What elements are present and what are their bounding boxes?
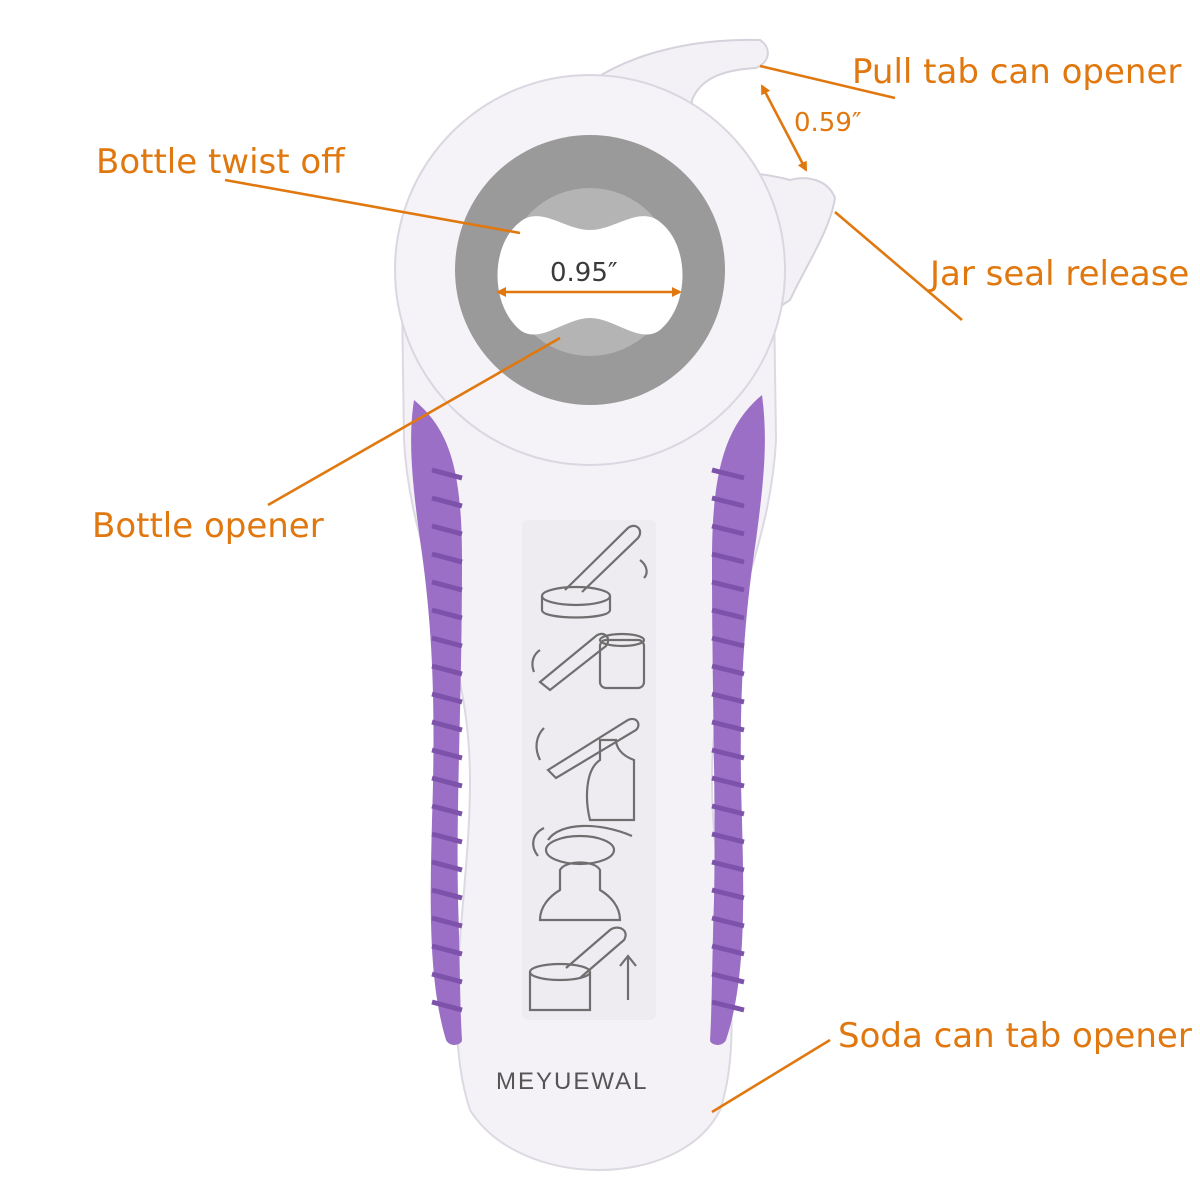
grip-ridge — [711, 523, 745, 537]
grip-ridge — [711, 915, 745, 929]
bottle-opener-leader — [267, 336, 561, 507]
grip-ridge — [431, 971, 463, 985]
pull-tab-can-icon — [540, 524, 648, 619]
grip-ridge — [431, 551, 463, 565]
grip-ridge — [431, 859, 463, 873]
grip-ridge — [711, 775, 745, 789]
opener-hole — [497, 216, 683, 335]
grip-ridge — [431, 467, 463, 481]
bottle-opener-icon — [535, 717, 640, 822]
grip-ridge — [711, 999, 745, 1013]
grip-ridge — [431, 775, 463, 789]
grip-ridge — [431, 747, 463, 761]
grip-ridge — [431, 887, 463, 901]
jar-seal-leader — [834, 211, 963, 321]
gap-dimension-arrow — [760, 84, 808, 172]
grip-ridge — [431, 495, 463, 509]
leader-lines — [224, 64, 963, 1114]
pull-tab-leader — [759, 64, 896, 100]
twist-off-icon — [532, 824, 633, 922]
grip-ridge — [711, 803, 745, 817]
grip-ridge — [431, 523, 463, 537]
grip-ridge — [711, 663, 745, 677]
grip-ridge — [711, 887, 745, 901]
grip-ridge — [711, 971, 745, 985]
grip-ridge — [711, 607, 745, 621]
grip-ridge — [431, 943, 463, 957]
grip-ridge — [711, 635, 745, 649]
grip-ridge — [431, 579, 463, 593]
grip-ridge — [431, 999, 463, 1013]
callout-pull-tab-can-opener: Pull tab can opener — [852, 52, 1182, 92]
grip-ridge — [431, 635, 463, 649]
grip-ridge — [711, 551, 745, 565]
grip-ridge — [431, 691, 463, 705]
grip-ridge — [431, 831, 463, 845]
instruction-icons — [528, 524, 648, 1012]
grip-ridges — [431, 467, 745, 1013]
brand-name: MEYUEWAL — [496, 1068, 649, 1095]
grip-ridge — [711, 691, 745, 705]
grip-ridge — [431, 663, 463, 677]
grip-ridge — [711, 495, 745, 509]
soda-tab-leader — [711, 1038, 831, 1114]
grip-ridge — [431, 915, 463, 929]
grip-ridge — [711, 719, 745, 733]
callout-bottle-opener: Bottle opener — [92, 506, 324, 546]
callout-soda-can-tab-opener: Soda can tab opener — [838, 1016, 1192, 1056]
dimension-gap-label: 0.59″ — [794, 108, 862, 138]
grip-ridge — [431, 607, 463, 621]
callout-bottle-twist-off: Bottle twist off — [96, 142, 345, 182]
soda-can-icon — [528, 926, 637, 1012]
grip-ridge — [711, 579, 745, 593]
twist-off-leader — [224, 178, 521, 235]
grip-ridge — [711, 467, 745, 481]
grip-ridge — [431, 803, 463, 817]
grip-ridge — [711, 747, 745, 761]
grip-ridge — [431, 719, 463, 733]
dimension-hole-label: 0.95″ — [550, 258, 618, 288]
grip-ridge — [711, 859, 745, 873]
grip-ridge — [711, 943, 745, 957]
grip-ridge — [711, 831, 745, 845]
jar-seal-icon — [531, 632, 646, 692]
callout-jar-seal-release: Jar seal release — [930, 254, 1190, 294]
